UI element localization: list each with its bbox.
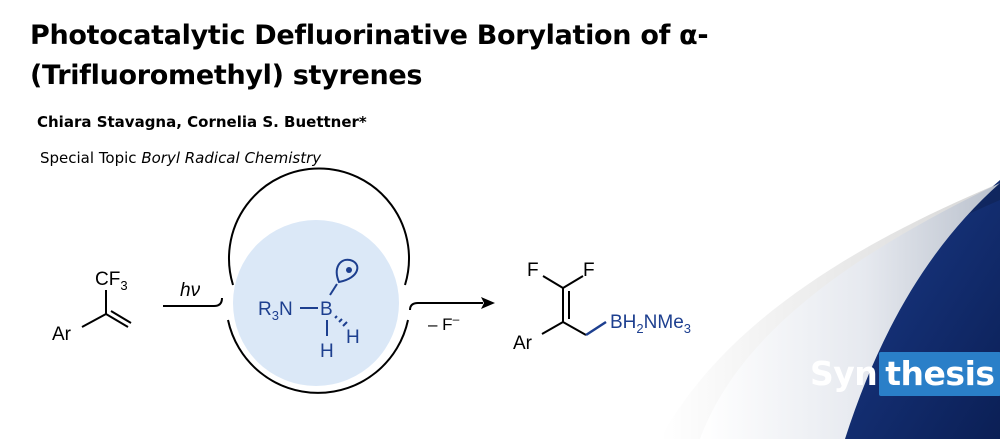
starting-material	[81, 290, 132, 328]
reactant-cf3: CF3	[95, 269, 128, 293]
radical-dot	[346, 267, 352, 273]
author-list: Chiara Stavagna, Cornelia S. Buettner*	[37, 113, 367, 131]
b-h-hashed-bond	[334, 315, 348, 327]
product-fluorine-right: F	[583, 260, 595, 281]
journal-logo: Syn thesis	[810, 352, 1000, 396]
p-orbital	[335, 258, 359, 284]
boron-atom: B	[320, 299, 333, 320]
product-boryl-group: BH2NMe3	[610, 312, 691, 336]
special-topic: Special Topic Boryl Radical Chemistry	[40, 149, 321, 167]
page-title: Photocatalytic Defluorinative Borylation…	[30, 20, 709, 91]
product-ch2-bond	[562, 321, 587, 336]
product-fluorine-left: F	[527, 260, 539, 281]
hydrogen-right: H	[346, 327, 360, 348]
light-label: hν	[180, 280, 201, 301]
logo-syn: Syn	[810, 354, 878, 393]
hydrogen-bottom: H	[320, 341, 334, 362]
incoming-arrow-line	[163, 297, 223, 307]
cycle-arc-lower	[227, 319, 409, 394]
product-c-b-bond	[585, 320, 607, 337]
special-topic-prefix: Special Topic	[40, 149, 142, 167]
outgoing-arrow-line	[409, 302, 483, 311]
fluoride-elimination: – F–	[428, 312, 460, 334]
special-topic-name: Boryl Radical Chemistry	[141, 149, 322, 167]
product-skeleton	[541, 275, 584, 335]
arrow-head	[481, 297, 495, 309]
page-curl	[700, 183, 1000, 439]
cycle-arc	[228, 167, 410, 286]
amine-ligand: R3N	[258, 299, 293, 323]
logo-thesis: thesis	[879, 352, 1000, 396]
radical-circle	[233, 220, 399, 386]
reactant-aryl: Ar	[52, 324, 72, 345]
b-orbital-bond	[329, 283, 338, 296]
product-aryl: Ar	[513, 333, 533, 354]
